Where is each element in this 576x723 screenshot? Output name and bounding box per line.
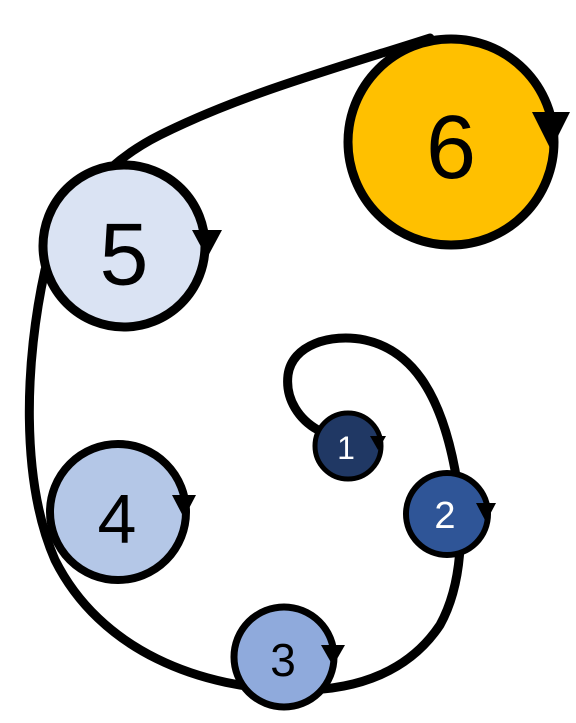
node-4-arrow-icon [172, 495, 196, 518]
node-2-label: 2 [434, 495, 455, 537]
node-3: 3 [230, 603, 345, 711]
node-3-label: 3 [270, 634, 296, 686]
node-3-arrow-icon [321, 645, 345, 666]
node-5: 5 [38, 160, 222, 332]
node-2: 2 [403, 470, 496, 558]
node-5-label: 5 [100, 205, 149, 304]
node-1-label: 1 [337, 430, 355, 466]
node-1-circle [312, 410, 384, 482]
node-2-arrow-icon [476, 503, 496, 522]
node-6-label: 6 [426, 98, 476, 198]
node-6: 6 [343, 34, 570, 250]
node-5-arrow-icon [192, 230, 222, 258]
node-4-label: 4 [98, 480, 137, 558]
node-1-arrow-icon [370, 436, 386, 450]
node-4: 4 [46, 440, 196, 584]
node-6-arrow-icon [532, 112, 570, 150]
node-1: 1 [312, 410, 386, 482]
